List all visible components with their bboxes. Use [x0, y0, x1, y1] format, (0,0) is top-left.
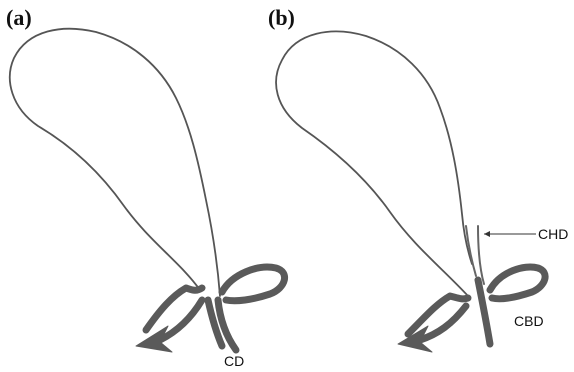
gallbladder-outline-a	[10, 29, 220, 296]
chd-label: CHD	[538, 226, 568, 242]
panel-b-label: (b)	[268, 5, 295, 30]
hepatic-duct-line-2	[478, 226, 484, 284]
chd-leader-arrowhead	[484, 231, 490, 237]
gallbladder-outline-b	[276, 31, 472, 296]
duct-loop-b	[490, 267, 545, 299]
panel-b: (b) CHD CBD	[268, 5, 568, 352]
cbd-label: CBD	[514, 313, 544, 329]
cd-label: CD	[224, 353, 244, 369]
panel-a-label: (a)	[6, 5, 32, 30]
panel-a: (a) CD	[6, 5, 285, 369]
duct-loop-a	[222, 267, 285, 301]
